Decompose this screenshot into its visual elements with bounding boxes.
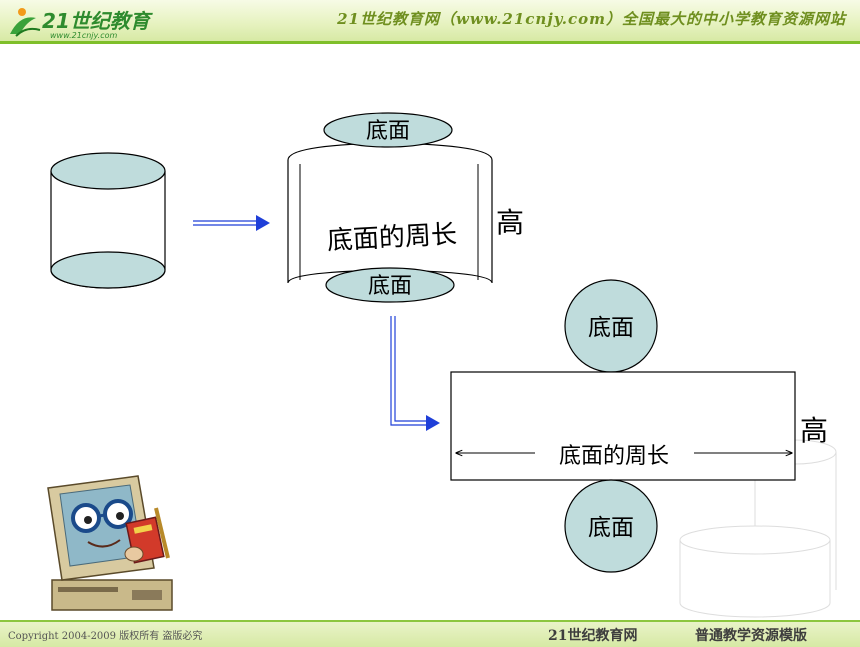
bottom-base-ellipse [325,267,455,303]
top-base-ellipse [323,112,453,148]
cylinder-net: 底面 底面的周长 高 底面 [450,279,828,573]
cylinder-bottom-base [50,251,166,289]
logo-url: www.21cnjy.com [50,31,117,40]
decorative-cylinders [679,439,837,618]
footer-brand: 21世纪教育网 [548,628,638,644]
footer-bar: Copyright 2004-2009 版权所有 盗版必究 21世纪教育网 普通… [0,620,860,647]
net-bottom-circle-label: 底面 [588,515,634,541]
computer-mascot-image [47,475,173,611]
circumference-label: 底面的周长 [559,444,669,469]
cylinder [50,152,166,289]
bottom-base-label: 底面 [368,274,412,299]
header-bar: 21世纪教育 www.21cnjy.com 21世纪教育网（www.21cnjy… [0,0,860,44]
header-slogan: 21世纪教育网（www.21cnjy.com）全国最大的中小学教育资源网站 [337,10,846,28]
logo-text: 21世纪教育 [42,9,153,33]
cylinder-top-base [50,152,166,190]
unrolling-cylinder: 底面 底面 底面的周长 高 [287,112,524,303]
net-rectangle [450,371,796,481]
curved-surface [287,142,493,284]
curved-circumference-label: 底面的周长 [326,220,457,257]
footer-subtitle: 普通教学资源模版 [695,628,807,644]
site-logo: 21世纪教育 www.21cnjy.com [10,8,153,40]
top-base-label: 底面 [366,119,410,144]
net-bottom-circle [564,479,658,573]
net-height-label: 高 [800,414,828,447]
net-top-circle-label: 底面 [588,315,634,341]
header-divider [0,41,860,44]
curved-height-label: 高 [496,206,524,239]
arrow-down-right [390,316,440,431]
footer-copyright: Copyright 2004-2009 版权所有 盗版必究 [8,631,203,642]
arrow-right [193,215,270,231]
